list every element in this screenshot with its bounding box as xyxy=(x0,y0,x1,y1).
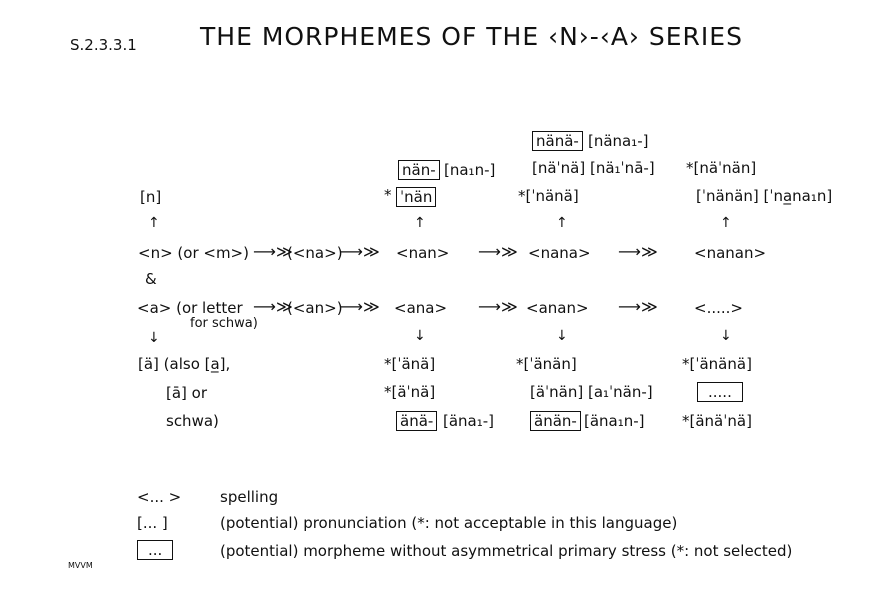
pronunciation: [äna₁n-] xyxy=(584,412,645,430)
n-pronunciation: [n] xyxy=(140,188,162,206)
legend-symbol-pronunciation: [... ] xyxy=(137,514,168,532)
down-arrow-icon: ↓ xyxy=(148,330,160,346)
double-arrow-icon: ⟶≫ xyxy=(618,242,658,261)
double-arrow-icon: ⟶≫ xyxy=(340,297,380,316)
pronunciation: [äˈnän] [a₁ˈnän-] xyxy=(530,383,653,401)
pronunciation: [näna₁-] xyxy=(588,132,649,150)
down-arrow-icon: ↓ xyxy=(414,328,426,344)
a-spelling-note: for schwa) xyxy=(190,316,258,331)
spelling-nan: <nan> xyxy=(396,244,450,262)
pronunciation: *[ˈänä] xyxy=(384,355,436,373)
morpheme-box: ˈnän xyxy=(396,187,437,207)
down-arrow-icon: ↓ xyxy=(556,328,568,344)
double-arrow-icon: ⟶≫ xyxy=(478,242,518,261)
pronunciation: [näˈnä] [nä₁ˈnā-] xyxy=(532,159,655,177)
pronunciation: *[ˈänän] xyxy=(516,355,577,373)
spelling-ana: <ana> xyxy=(394,299,448,317)
pronunciation: [na₁n-] xyxy=(444,161,496,179)
an-spelling: (<an>) xyxy=(287,299,343,317)
a-pronunciation-2: [ā] or xyxy=(166,384,208,402)
morpheme-box: änä- xyxy=(396,411,438,431)
up-arrow-icon: ↑ xyxy=(556,215,568,231)
double-arrow-icon: ⟶≫ xyxy=(253,242,293,261)
double-arrow-icon: ⟶≫ xyxy=(478,297,518,316)
star-mark: * xyxy=(384,186,392,204)
spelling-unknown: <.....> xyxy=(694,299,743,317)
signature: MVVM xyxy=(68,561,93,570)
double-arrow-icon: ⟶≫ xyxy=(340,242,380,261)
double-arrow-icon: ⟶≫ xyxy=(618,297,658,316)
n-spelling: <n> (or <m>) xyxy=(138,244,249,262)
legend-text-morpheme: (potential) morpheme without asymmetrica… xyxy=(220,542,793,560)
pronunciation: [ˈnänän] [ˈna̲na₁n] xyxy=(696,187,833,205)
a-pronunciation-1: [ä] (also [a̲], xyxy=(138,355,231,373)
a-spelling: <a> (or letter xyxy=(137,299,243,317)
up-arrow-icon: ↑ xyxy=(720,215,732,231)
morpheme-box: ..... xyxy=(697,382,743,402)
spelling-nanan: <nanan> xyxy=(694,244,767,262)
double-arrow-icon: ⟶≫ xyxy=(253,297,293,316)
pronunciation: *[äˈnä] xyxy=(384,383,436,401)
pronunciation: [äna₁-] xyxy=(443,412,495,430)
spelling-anan: <anan> xyxy=(526,299,589,317)
up-arrow-icon: ↑ xyxy=(148,215,160,231)
morpheme-box: nän- xyxy=(398,160,440,180)
a-pronunciation-3: schwa) xyxy=(166,412,219,430)
up-arrow-icon: ↑ xyxy=(414,215,426,231)
page-title: THE MORPHEMES OF THE ‹N›-‹A› SERIES xyxy=(200,22,743,51)
morpheme-box: änän- xyxy=(530,411,581,431)
down-arrow-icon: ↓ xyxy=(720,328,732,344)
pronunciation: *[ˈänänä] xyxy=(682,355,752,373)
morpheme-box: nänä- xyxy=(532,131,583,151)
na-spelling: (<na>) xyxy=(287,244,343,262)
legend-text-spelling: spelling xyxy=(220,488,279,506)
pronunciation: *[ˈnänä] xyxy=(518,187,579,205)
section-number: S.2.3.3.1 xyxy=(70,36,137,54)
pronunciation: *[änäˈnä] xyxy=(682,412,752,430)
legend-symbol-spelling: <... > xyxy=(137,488,182,506)
pronunciation: *[näˈnän] xyxy=(686,159,757,177)
spelling-nana: <nana> xyxy=(528,244,591,262)
ampersand: & xyxy=(145,270,157,288)
legend-text-pronunciation: (potential) pronunciation (*: not accept… xyxy=(220,514,678,532)
legend-symbol-morpheme: ... xyxy=(137,540,174,560)
